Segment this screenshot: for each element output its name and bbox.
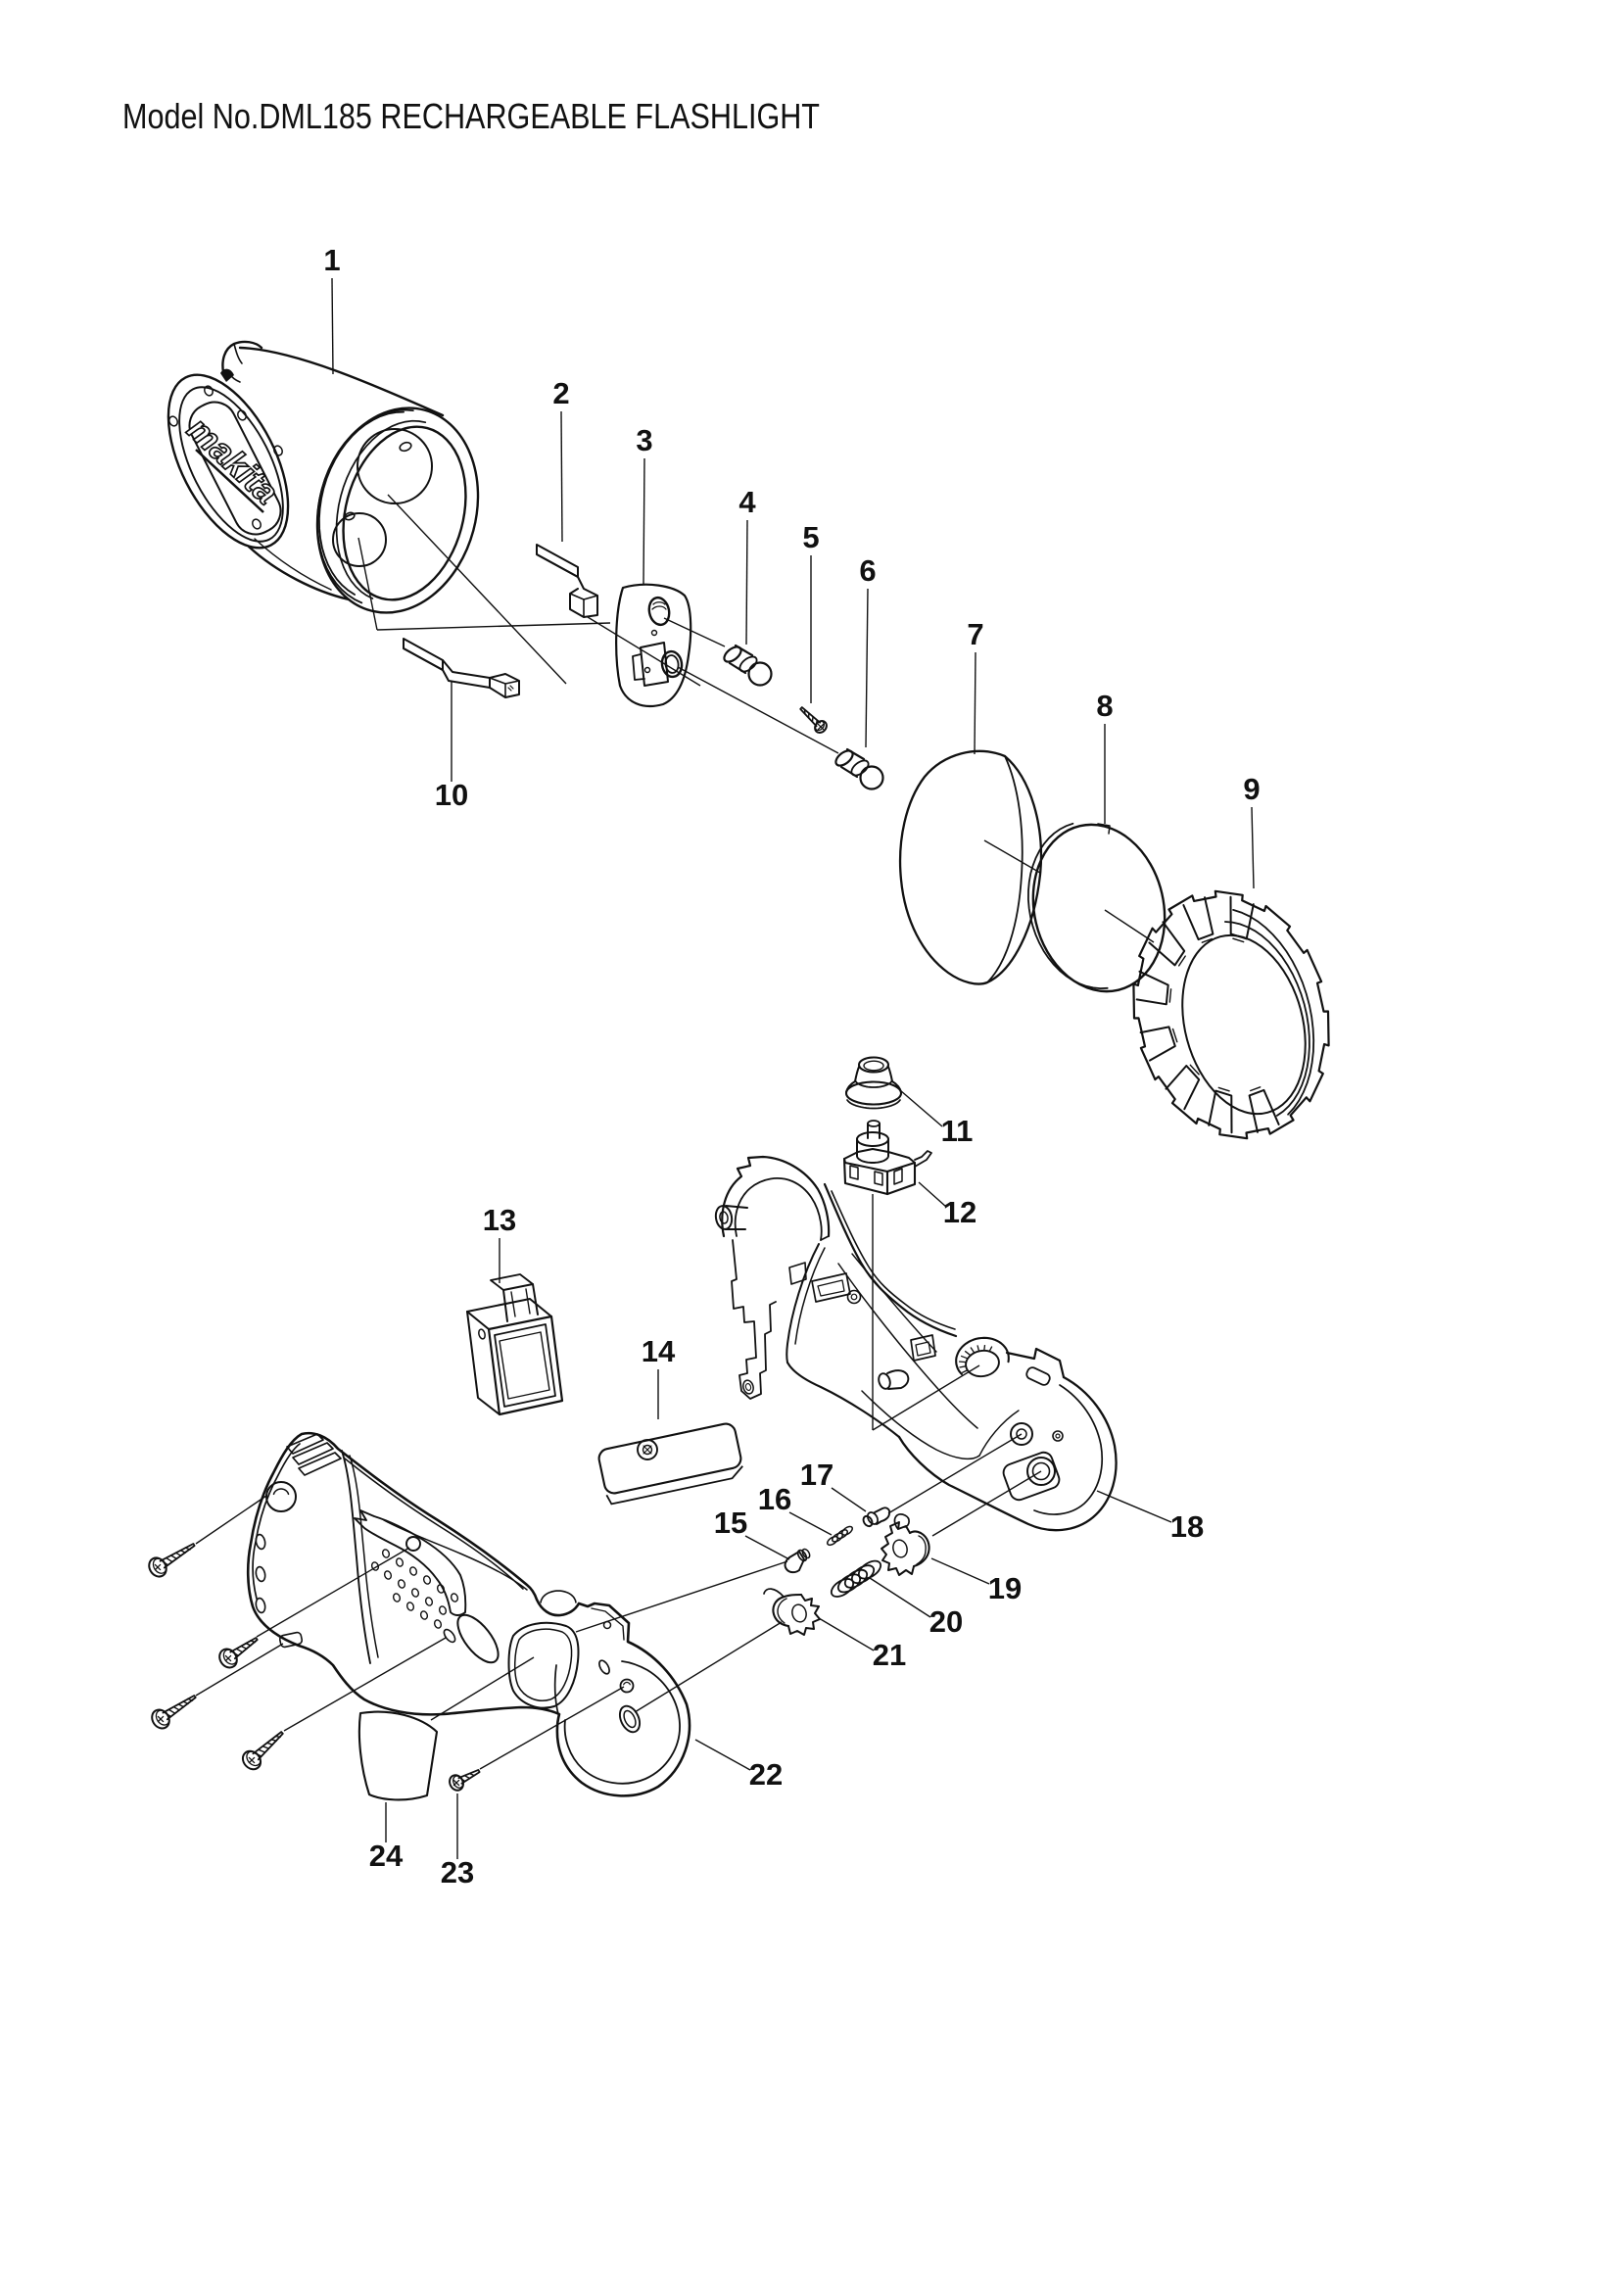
svg-text:17: 17 [800, 1458, 833, 1492]
svg-text:21: 21 [873, 1638, 906, 1672]
svg-text:23: 23 [441, 1855, 474, 1889]
svg-text:15: 15 [714, 1506, 747, 1540]
svg-text:5: 5 [802, 520, 819, 554]
svg-text:makita: makita [180, 409, 286, 511]
svg-text:9: 9 [1243, 772, 1260, 806]
svg-text:Model No.DML185 RECHARGEABLE F: Model No.DML185 RECHARGEABLE FLASHLIGHT [122, 96, 820, 136]
svg-text:16: 16 [758, 1482, 791, 1516]
svg-text:20: 20 [929, 1604, 963, 1639]
svg-text:7: 7 [967, 617, 983, 651]
svg-text:6: 6 [859, 553, 876, 588]
svg-text:22: 22 [749, 1757, 783, 1792]
svg-text:8: 8 [1096, 689, 1113, 723]
svg-text:4: 4 [738, 485, 756, 519]
svg-text:3: 3 [636, 423, 652, 457]
svg-text:13: 13 [483, 1203, 516, 1237]
svg-text:2: 2 [552, 376, 569, 410]
svg-text:14: 14 [642, 1334, 676, 1368]
svg-text:24: 24 [369, 1839, 404, 1873]
svg-text:19: 19 [988, 1571, 1022, 1605]
svg-text:10: 10 [435, 778, 468, 812]
svg-text:11: 11 [941, 1114, 974, 1148]
svg-text:12: 12 [943, 1195, 976, 1229]
svg-text:18: 18 [1170, 1509, 1204, 1544]
svg-text:1: 1 [323, 243, 340, 277]
